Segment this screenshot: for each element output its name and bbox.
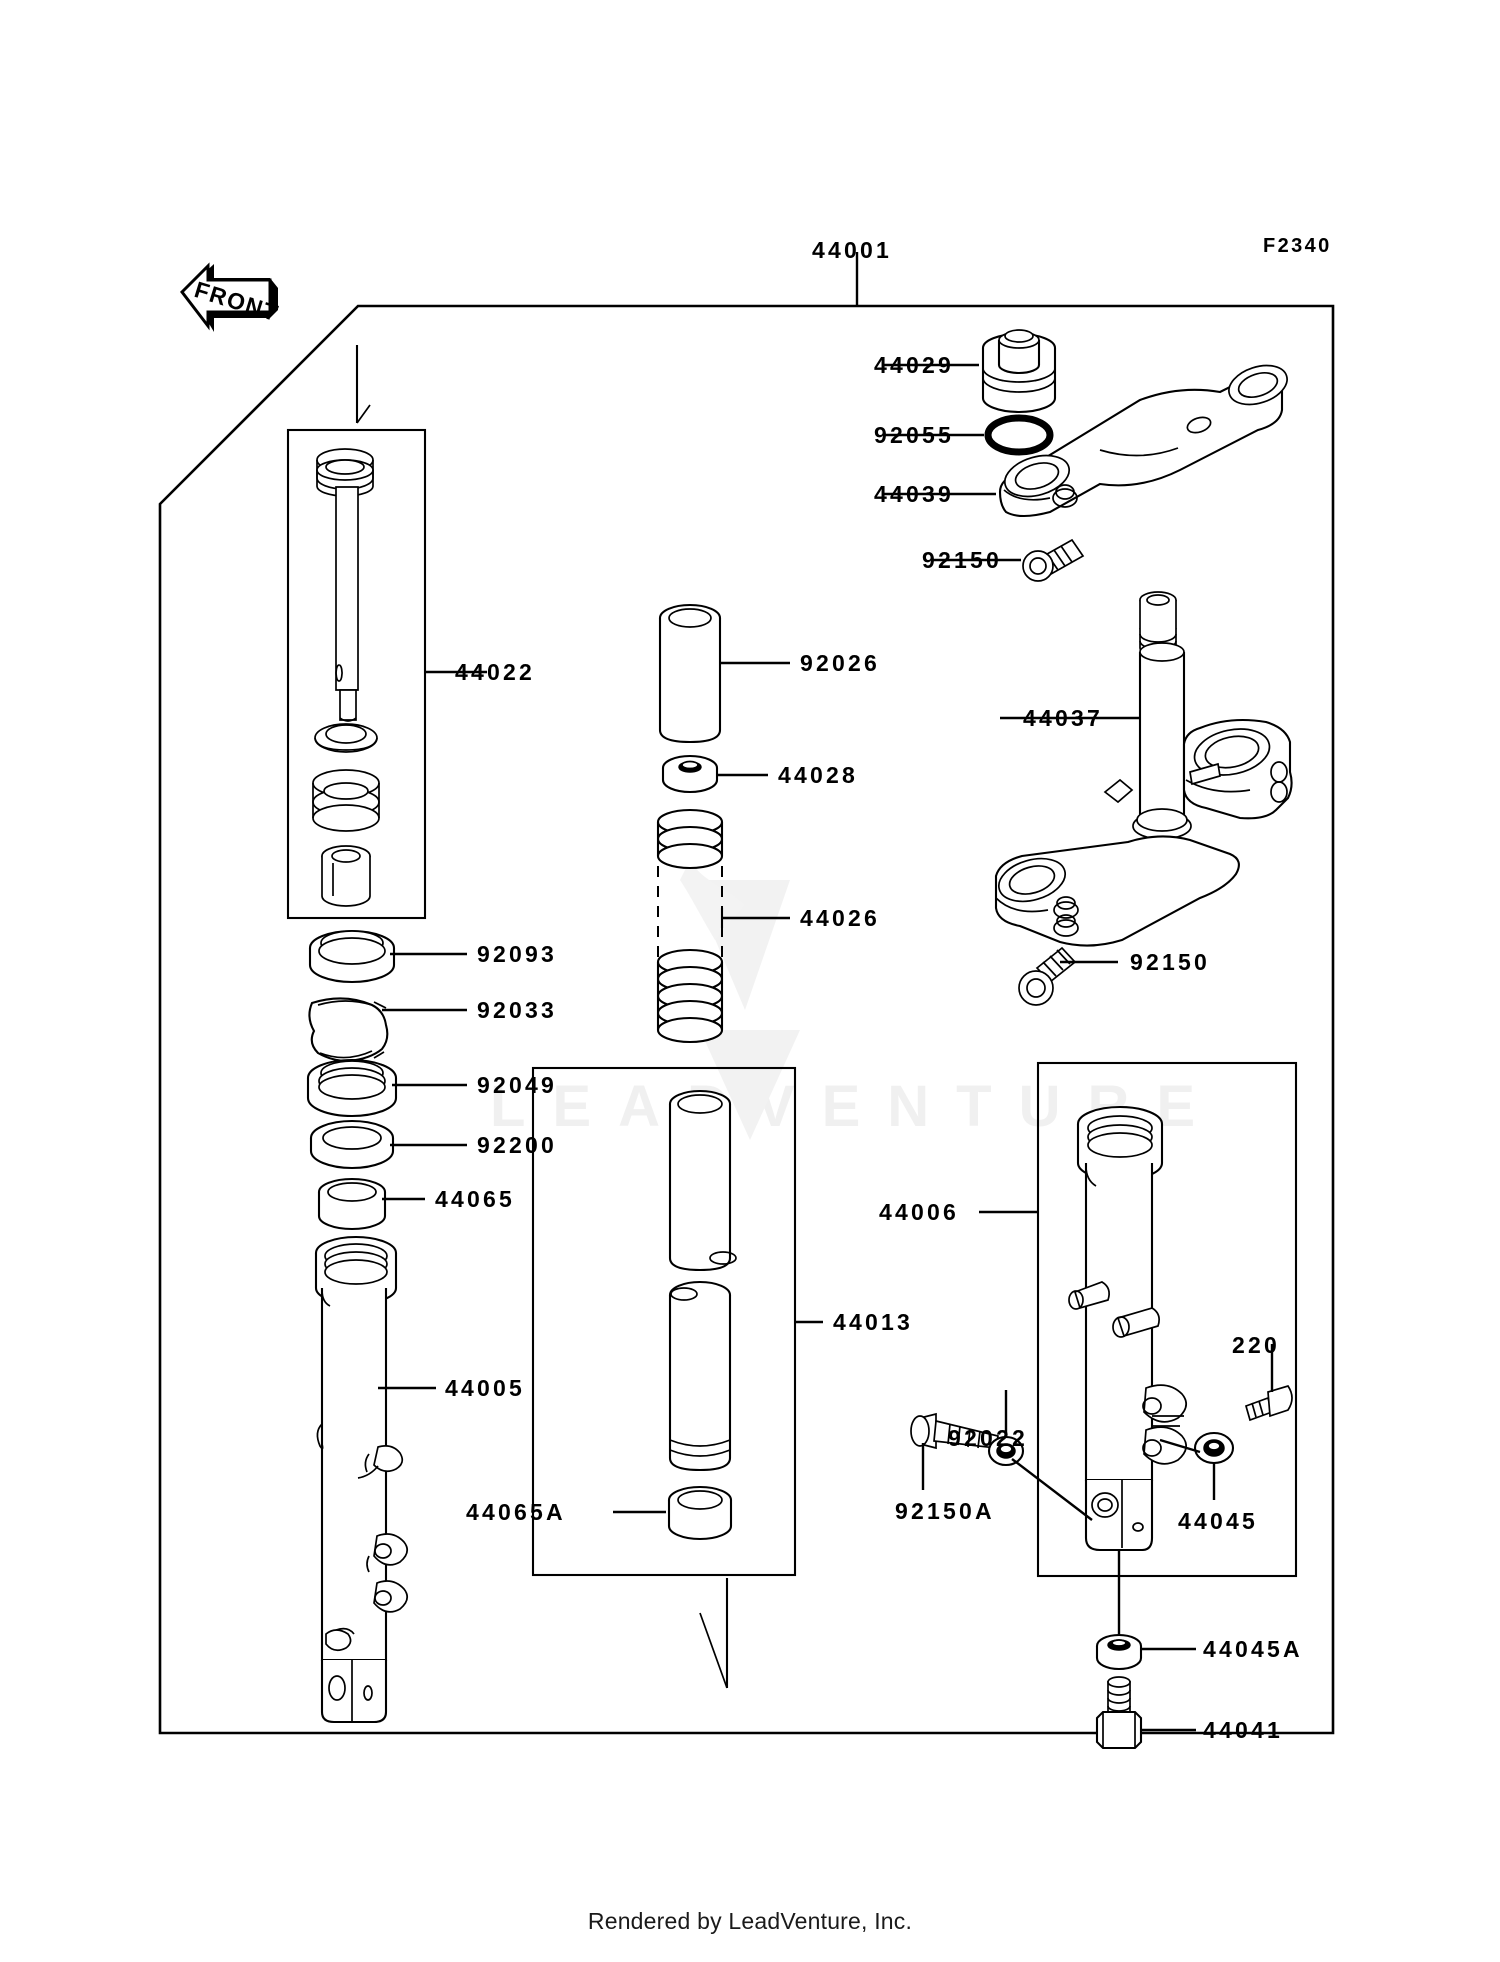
label-92150-bottom: 92150	[1130, 949, 1210, 975]
label-220: 220	[1232, 1332, 1280, 1358]
part-92055	[984, 414, 1054, 456]
orientation-arrow-top	[355, 345, 371, 424]
label-44022: 44022	[455, 659, 535, 685]
label-44001: 44001	[812, 237, 892, 263]
part-92150-bottom	[1018, 946, 1077, 1006]
part-44013-upper	[668, 1089, 737, 1272]
watermark-logo	[680, 860, 800, 1140]
part-92033	[308, 997, 389, 1063]
part-damper-ring	[314, 723, 378, 753]
part-44013-lower	[668, 1280, 732, 1472]
label-92049: 92049	[477, 1072, 557, 1098]
label-44037: 44037	[1023, 705, 1103, 731]
label-44039: 44039	[874, 481, 954, 507]
part-92150A	[910, 1412, 999, 1450]
label-92022: 92022	[948, 1425, 1028, 1451]
part-damper-spring	[312, 769, 380, 832]
label-44005: 44005	[445, 1375, 525, 1401]
label-44006: 44006	[879, 1199, 959, 1225]
label-44065A: 44065A	[466, 1499, 566, 1525]
part-damper-cylinder	[321, 845, 371, 907]
label-figure-code: F2340	[1263, 235, 1332, 257]
label-44028: 44028	[778, 762, 858, 788]
part-44005	[314, 1235, 409, 1724]
part-44006	[1068, 1105, 1187, 1552]
label-92033: 92033	[477, 997, 557, 1023]
footer-attribution: Rendered by LeadVenture, Inc.	[587, 1908, 913, 1934]
part-92200	[309, 1119, 395, 1170]
part-damper-rod	[316, 448, 374, 722]
part-92150-top	[1022, 538, 1085, 582]
label-44045: 44045	[1178, 1508, 1258, 1534]
part-44041	[1095, 1676, 1143, 1750]
label-44045A: 44045A	[1203, 1636, 1303, 1662]
label-44041: 44041	[1203, 1717, 1283, 1743]
label-92150A: 92150A	[895, 1498, 995, 1524]
label-44013: 44013	[833, 1309, 913, 1335]
part-92049	[306, 1058, 398, 1118]
part-44039	[998, 364, 1288, 518]
part-92093	[308, 929, 396, 984]
part-44045A	[1095, 1633, 1143, 1671]
part-44029	[981, 329, 1057, 414]
front-direction-badge: FRONT	[180, 262, 282, 332]
part-44037	[994, 591, 1293, 947]
part-44065A	[667, 1485, 733, 1541]
label-92200: 92200	[477, 1132, 557, 1158]
part-220	[1244, 1385, 1293, 1422]
part-44065	[317, 1177, 387, 1231]
part-44045	[1193, 1431, 1235, 1465]
part-92026	[658, 603, 722, 744]
label-92150-top: 92150	[922, 547, 1002, 573]
label-44029: 44029	[874, 352, 954, 378]
label-92055: 92055	[874, 422, 954, 448]
part-44026	[656, 808, 724, 1044]
label-92093: 92093	[477, 941, 557, 967]
part-92022	[987, 1435, 1025, 1467]
orientation-arrow-bottom	[699, 1578, 729, 1689]
label-44026: 44026	[800, 905, 880, 931]
part-44028	[661, 754, 719, 794]
label-44065: 44065	[435, 1186, 515, 1212]
label-92026: 92026	[800, 650, 880, 676]
